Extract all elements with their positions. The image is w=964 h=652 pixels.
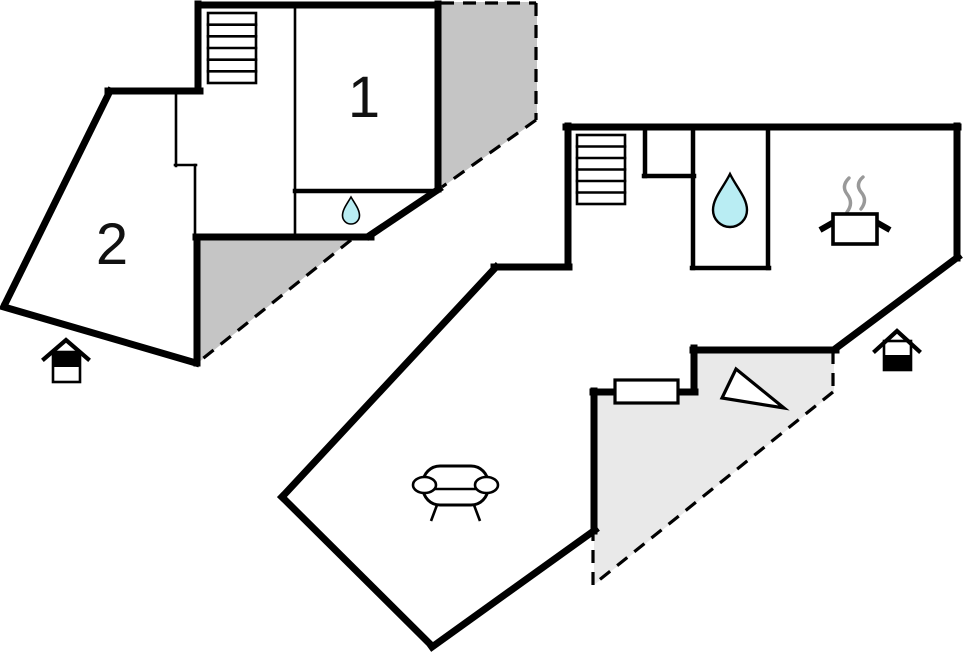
upper-floor: 1 2 <box>0 0 538 384</box>
water-drop-icon-large <box>711 171 749 229</box>
house-entrance-marker-upper <box>41 337 91 384</box>
sofa-icon <box>411 464 500 522</box>
ground-outer-walls <box>277 122 963 652</box>
ground-terrace-area <box>594 351 834 585</box>
terrace-triangle-marker <box>719 366 790 411</box>
ground-interior-walls <box>641 126 772 271</box>
upper-dashed-boundary <box>195 1 538 366</box>
terrace-dashed-boundary <box>591 351 835 587</box>
house-entrance-marker-ground <box>872 328 922 372</box>
room-label-1: 1 <box>348 65 380 130</box>
upper-interior-walls <box>173 2 440 238</box>
room-label-2: 2 <box>96 212 128 277</box>
water-drop-icon <box>341 195 361 225</box>
upper-outer-walls <box>0 0 444 368</box>
staircase-icon <box>206 11 258 85</box>
staircase-icon-ground <box>575 133 627 206</box>
cooking-pot-icon <box>818 175 892 246</box>
ground-floor <box>277 122 963 652</box>
window-marker <box>613 378 680 405</box>
upper-shaded-area-northeast <box>441 2 537 188</box>
